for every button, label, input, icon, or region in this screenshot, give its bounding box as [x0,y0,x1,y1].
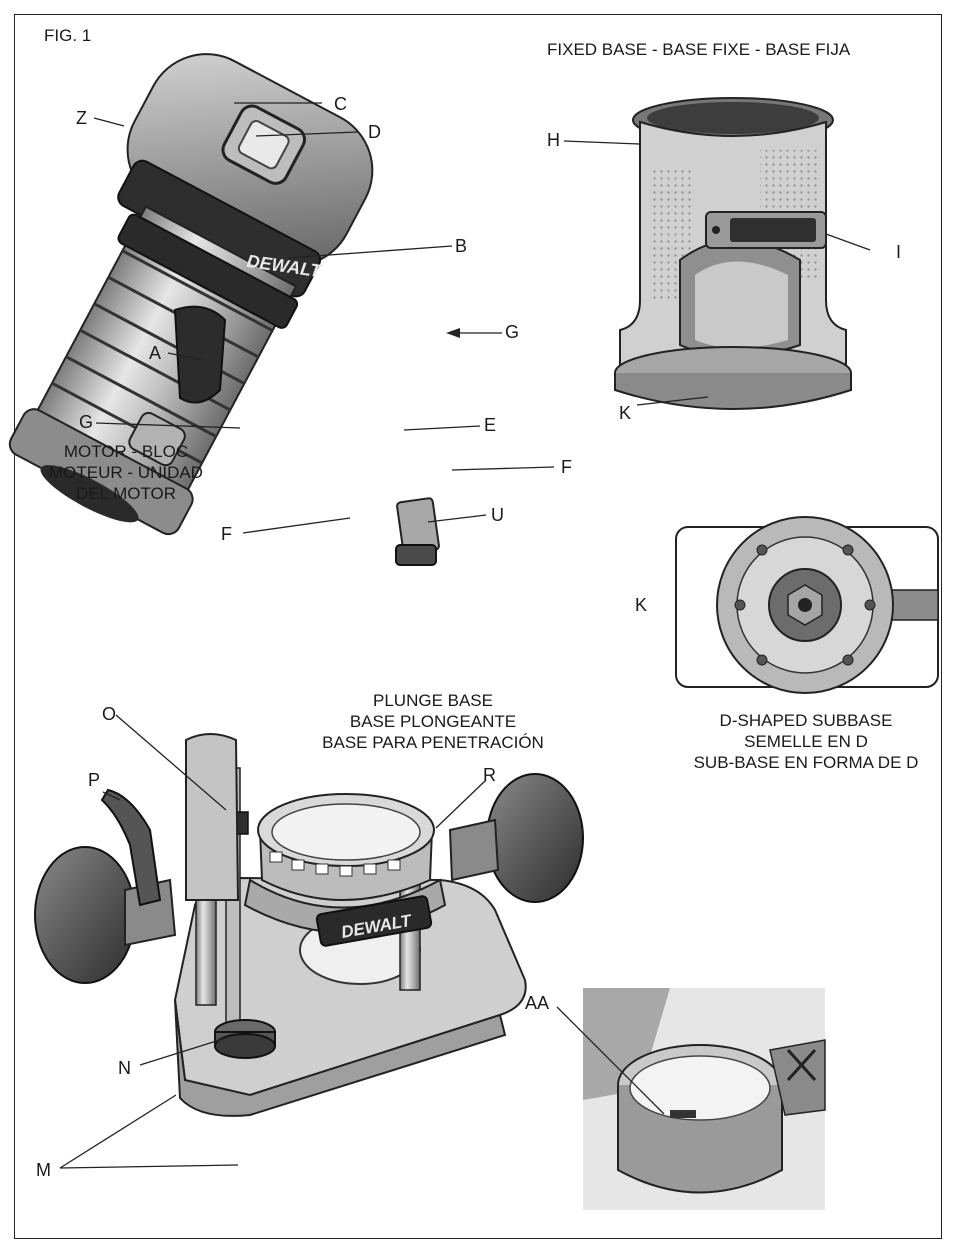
figure-frame [14,14,942,1239]
fixed-base-illustration [614,97,852,410]
callout-f-left: F [221,524,232,544]
callout-e: E [484,415,497,435]
motor-unit-illustration [8,53,440,566]
leader-lines [59,102,871,1169]
figure-label: FIG. 1 [44,26,92,45]
plunge-title-line-3: BASE PARA PENETRACIÓN [322,733,544,752]
callout-a: A [149,343,162,363]
callout-k-subbase: K [635,595,648,615]
callout-k-fixed: K [619,403,632,423]
callout-c: C [334,94,347,114]
subbase-title-line-3: SUB-BASE EN FORMA DE D [693,753,919,772]
aa-detail-illustration [583,988,826,1210]
plunge-title-line-2: BASE PLONGEANTE [349,712,517,731]
callout-d: D [368,122,381,142]
callout-m: M [36,1160,51,1180]
plunge-base-illustration [34,733,584,1117]
callout-aa: AA [525,993,550,1013]
callout-h: H [547,130,560,150]
subbase-illustration [675,516,939,694]
motor-title-line-3: DEL MOTOR [75,484,177,503]
callout-g-top: G [505,322,520,342]
callout-r: R [483,765,496,785]
fixed-base-title: FIXED BASE - BASE FIXE - BASE FIJA [547,40,851,59]
callout-p: P [88,770,101,790]
motor-title-line-2: MOTEUR - UNIDAD [49,463,203,482]
callout-g-left: G [79,412,94,432]
callout-o: O [102,704,117,724]
subbase-title-line-2: SEMELLE EN D [744,732,868,751]
callout-z: Z [76,108,87,128]
subbase-title-line-1: D-SHAPED SUBBASE [719,711,893,730]
callout-f-right: F [561,457,572,477]
callout-i: I [896,242,902,262]
plunge-title-line-1: PLUNGE BASE [373,691,493,710]
callout-n: N [118,1058,131,1078]
motor-title-line-1: MOTOR - BLOC [63,442,189,461]
callout-u: U [491,505,504,525]
callout-b: B [455,236,468,256]
